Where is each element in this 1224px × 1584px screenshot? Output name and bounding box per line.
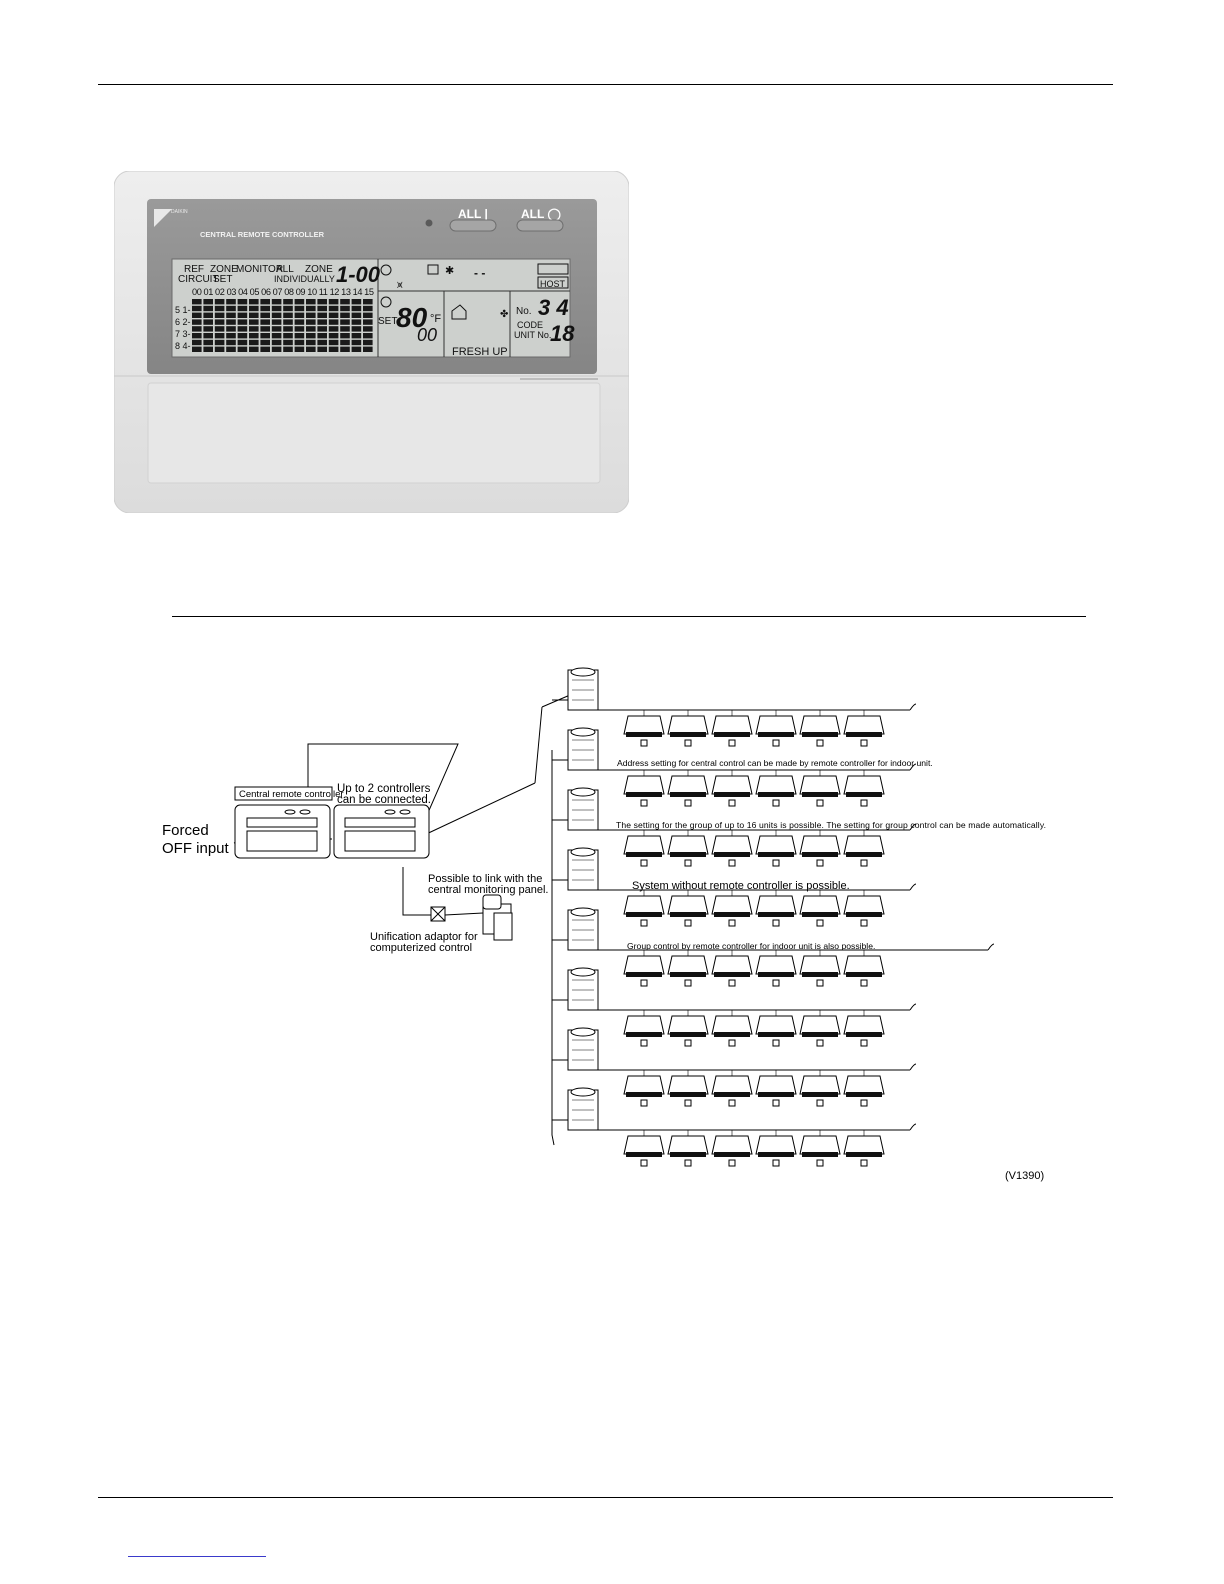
svg-text:CODE: CODE (517, 320, 543, 330)
svg-text:computerized control: computerized control (370, 942, 472, 954)
system-configuration-diagram: Central remote controller Up to 2 contro… (150, 655, 1070, 1195)
lcd-display: REF CIRCUIT ZONE SET MONITOR ALL INDIVID… (172, 259, 575, 358)
controller-lid[interactable] (148, 383, 600, 483)
diagram-reference-code: (V1390) (1005, 1170, 1044, 1182)
svg-text:FRESH UP: FRESH UP (452, 346, 508, 358)
svg-text:- -: - - (474, 266, 485, 280)
snowflake-icon: ✱ (445, 265, 454, 277)
fan-icon: ✤ (500, 309, 508, 320)
footer-link-underline[interactable] (128, 1556, 266, 1557)
svg-text:1-00: 1-00 (336, 262, 381, 287)
central-remote-controller-left (235, 805, 330, 858)
svg-text:DAIKIN: DAIKIN (171, 209, 188, 215)
svg-text:8 4-: 8 4- (175, 341, 191, 351)
svg-text:7 3-: 7 3- (175, 329, 191, 339)
svg-text:SET: SET (213, 274, 232, 285)
note-system: System without remote controller is poss… (632, 880, 850, 892)
central-monitoring-panel (483, 895, 512, 940)
svg-text:00: 00 (417, 325, 437, 345)
section-rule (172, 616, 1086, 617)
svg-text:°F: °F (430, 313, 441, 325)
svg-text:No.: No. (516, 306, 532, 317)
unit-rows (552, 668, 994, 1166)
note-group-control: Group control by remote controller for i… (627, 941, 875, 951)
central-remote-controller-photo: DAIKIN CENTRAL REMOTE CONTROLLER ALL | A… (114, 171, 629, 513)
svg-text:ALL |: ALL | (458, 207, 488, 221)
label-forced-off: Forced (162, 822, 209, 839)
system-row (552, 668, 916, 746)
svg-text:6 2-: 6 2- (175, 317, 191, 327)
label-central-remote-controller: Central remote controller (239, 789, 344, 800)
svg-text:central monitoring panel.: central monitoring panel. (428, 884, 548, 896)
svg-text:INDIVIDUALLY: INDIVIDUALLY (274, 274, 335, 284)
svg-text:can be connected.: can be connected. (337, 794, 431, 806)
svg-text:SET: SET (378, 316, 397, 327)
all-off-button[interactable] (517, 220, 563, 231)
central-remote-controller-right (334, 805, 429, 858)
svg-text:OFF input: OFF input (162, 840, 230, 857)
all-on-button[interactable] (450, 220, 496, 231)
svg-text:ZONE: ZONE (305, 264, 333, 275)
svg-text:3 4: 3 4 (538, 295, 569, 320)
svg-text:18: 18 (550, 321, 575, 346)
svg-text:00 01 02 03 04 05 06 07 08 09: 00 01 02 03 04 05 06 07 08 09 10 11 12 1… (192, 287, 374, 297)
svg-text:5 1-: 5 1- (175, 305, 191, 315)
controller-title: CENTRAL REMOTE CONTROLLER (200, 230, 325, 239)
top-rule (98, 84, 1113, 85)
bottom-rule (98, 1497, 1113, 1498)
svg-text:UNIT No.: UNIT No. (514, 330, 551, 340)
status-led-icon (426, 220, 433, 227)
note-group: The setting for the group of up to 16 un… (616, 820, 1046, 830)
note-address: Address setting for central control can … (617, 758, 933, 768)
ventilation-icon: ⩙ (397, 280, 403, 291)
